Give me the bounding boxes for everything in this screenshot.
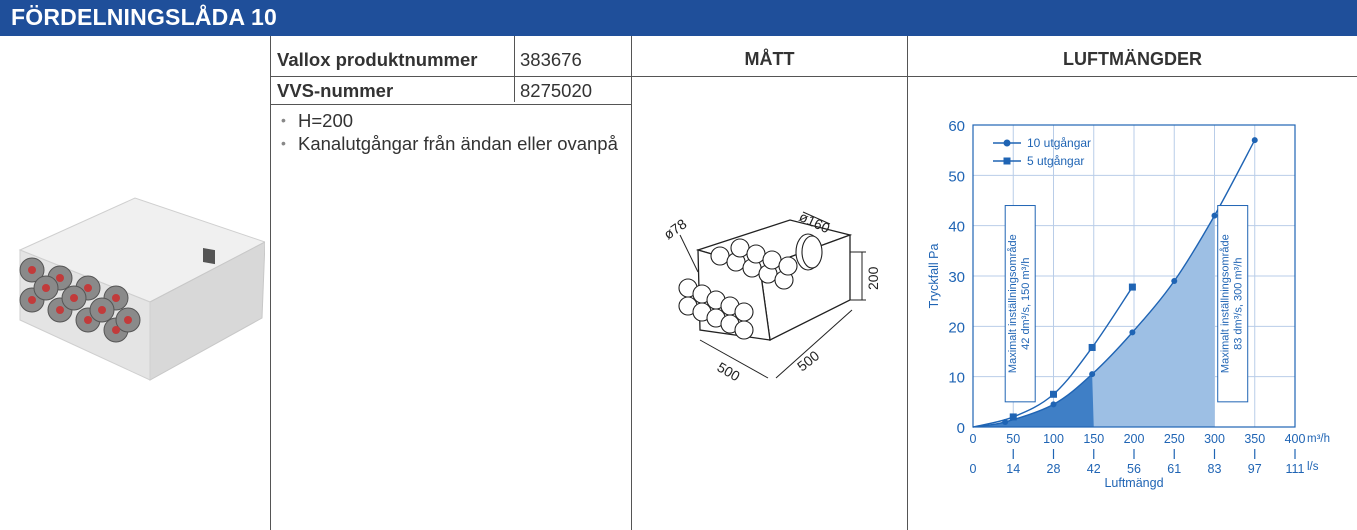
data-point	[1089, 371, 1096, 378]
dimensions-heading: MÅTT	[744, 49, 795, 69]
data-point	[1129, 329, 1136, 336]
y-tick-label: 40	[948, 219, 965, 236]
x2-tick-label: 111	[1285, 462, 1304, 476]
plot-frame	[972, 124, 1296, 428]
data-point	[1050, 401, 1057, 408]
data-point	[1211, 212, 1218, 219]
x2-tick-label: 61	[1167, 462, 1181, 476]
chart-series	[972, 137, 1258, 428]
dim-width: 500	[715, 359, 743, 385]
x2-unit-label: l/s	[1307, 461, 1319, 473]
dimension-drawing: ø78 ø160 200 500 500	[661, 208, 881, 385]
annotation-text: Maximalt inställningsområde	[1007, 234, 1019, 373]
x-tick-label: 300	[1204, 432, 1225, 446]
product-number-value: 383676	[520, 49, 582, 70]
data-point	[1009, 413, 1017, 421]
annotation-text: Maximalt inställningsområde	[1220, 234, 1232, 373]
legend-marker-5	[1003, 157, 1011, 165]
x2-tick-label: 97	[1248, 462, 1262, 476]
x2-tick-label: 14	[1006, 462, 1020, 476]
data-point	[1171, 278, 1178, 285]
grid-line	[514, 36, 515, 102]
title-bar: FÖRDELNINGSLÅDA 10	[0, 0, 1357, 36]
vvs-number-label: VVS-nummer	[277, 80, 394, 101]
grid-line	[270, 36, 271, 530]
y-tick-label: 20	[948, 319, 965, 336]
legend-label-5: 5 utgångar	[1027, 154, 1084, 168]
x-unit-label: m³/h	[1307, 433, 1330, 445]
y-tick-label: 50	[948, 168, 965, 185]
annotation-text: 42 dm³/s, 150 m³/h	[1020, 258, 1032, 350]
y-axis-label: Tryckfall Pa	[927, 244, 941, 309]
list-item: Kanalutgångar från ändan eller ovanpå	[276, 132, 626, 155]
x-tick-label: 400	[1285, 432, 1306, 446]
feature-list: H=200 Kanalutgångar från ändan eller ova…	[276, 109, 626, 155]
x-tick-label: 350	[1244, 432, 1265, 446]
x-tick-label: 100	[1043, 432, 1064, 446]
x-axis-label: Luftmängd	[1104, 476, 1163, 490]
fill-area-5	[973, 374, 1094, 427]
dim-height: 200	[865, 266, 881, 290]
annotation-box	[1217, 205, 1249, 403]
x2-tick-label: 0	[970, 462, 977, 476]
data-point	[1251, 137, 1258, 144]
x2-tick-label: 42	[1087, 462, 1101, 476]
product-number-label: Vallox produktnummer	[277, 49, 478, 70]
dim-depth: 500	[794, 347, 822, 374]
x2-tick-label: 83	[1208, 462, 1222, 476]
x-tick-label: 0	[970, 432, 977, 446]
page-title: FÖRDELNINGSLÅDA 10	[11, 4, 277, 30]
x-tick-label: 50	[1006, 432, 1020, 446]
chart-fills	[973, 215, 1215, 427]
product-image	[18, 197, 265, 381]
x2-tick-label: 28	[1047, 462, 1061, 476]
grid-line	[270, 104, 631, 105]
data-point	[1128, 283, 1136, 291]
annotation-text: 83 dm³/s, 300 m³/h	[1233, 258, 1245, 350]
x-tick-label: 200	[1124, 432, 1145, 446]
x2-tick-label: 56	[1127, 462, 1141, 476]
y-tick-label: 10	[948, 370, 965, 387]
annotation-box	[1004, 205, 1036, 403]
x-tick-label: 150	[1083, 432, 1104, 446]
x-tick-label: 250	[1164, 432, 1185, 446]
chart-axes: 0102030405060005014100281504220056250613…	[927, 118, 1330, 490]
vvs-number-value: 8275020	[520, 80, 593, 101]
dim-small-diameter: ø78	[661, 215, 690, 242]
y-tick-label: 30	[948, 269, 965, 286]
data-point	[1088, 343, 1096, 351]
grid-line	[907, 36, 908, 530]
y-tick-label: 0	[957, 420, 965, 437]
list-item: H=200	[276, 109, 626, 132]
legend-marker-10	[1003, 139, 1011, 147]
y-tick-label: 60	[948, 118, 965, 135]
grid-line	[631, 36, 632, 530]
fill-area-10	[973, 215, 1215, 427]
airflow-heading: LUFTMÄNGDER	[1063, 49, 1202, 69]
data-point	[1050, 390, 1057, 398]
grid-line	[270, 76, 1357, 77]
legend-label-10: 10 utgångar	[1027, 136, 1091, 150]
